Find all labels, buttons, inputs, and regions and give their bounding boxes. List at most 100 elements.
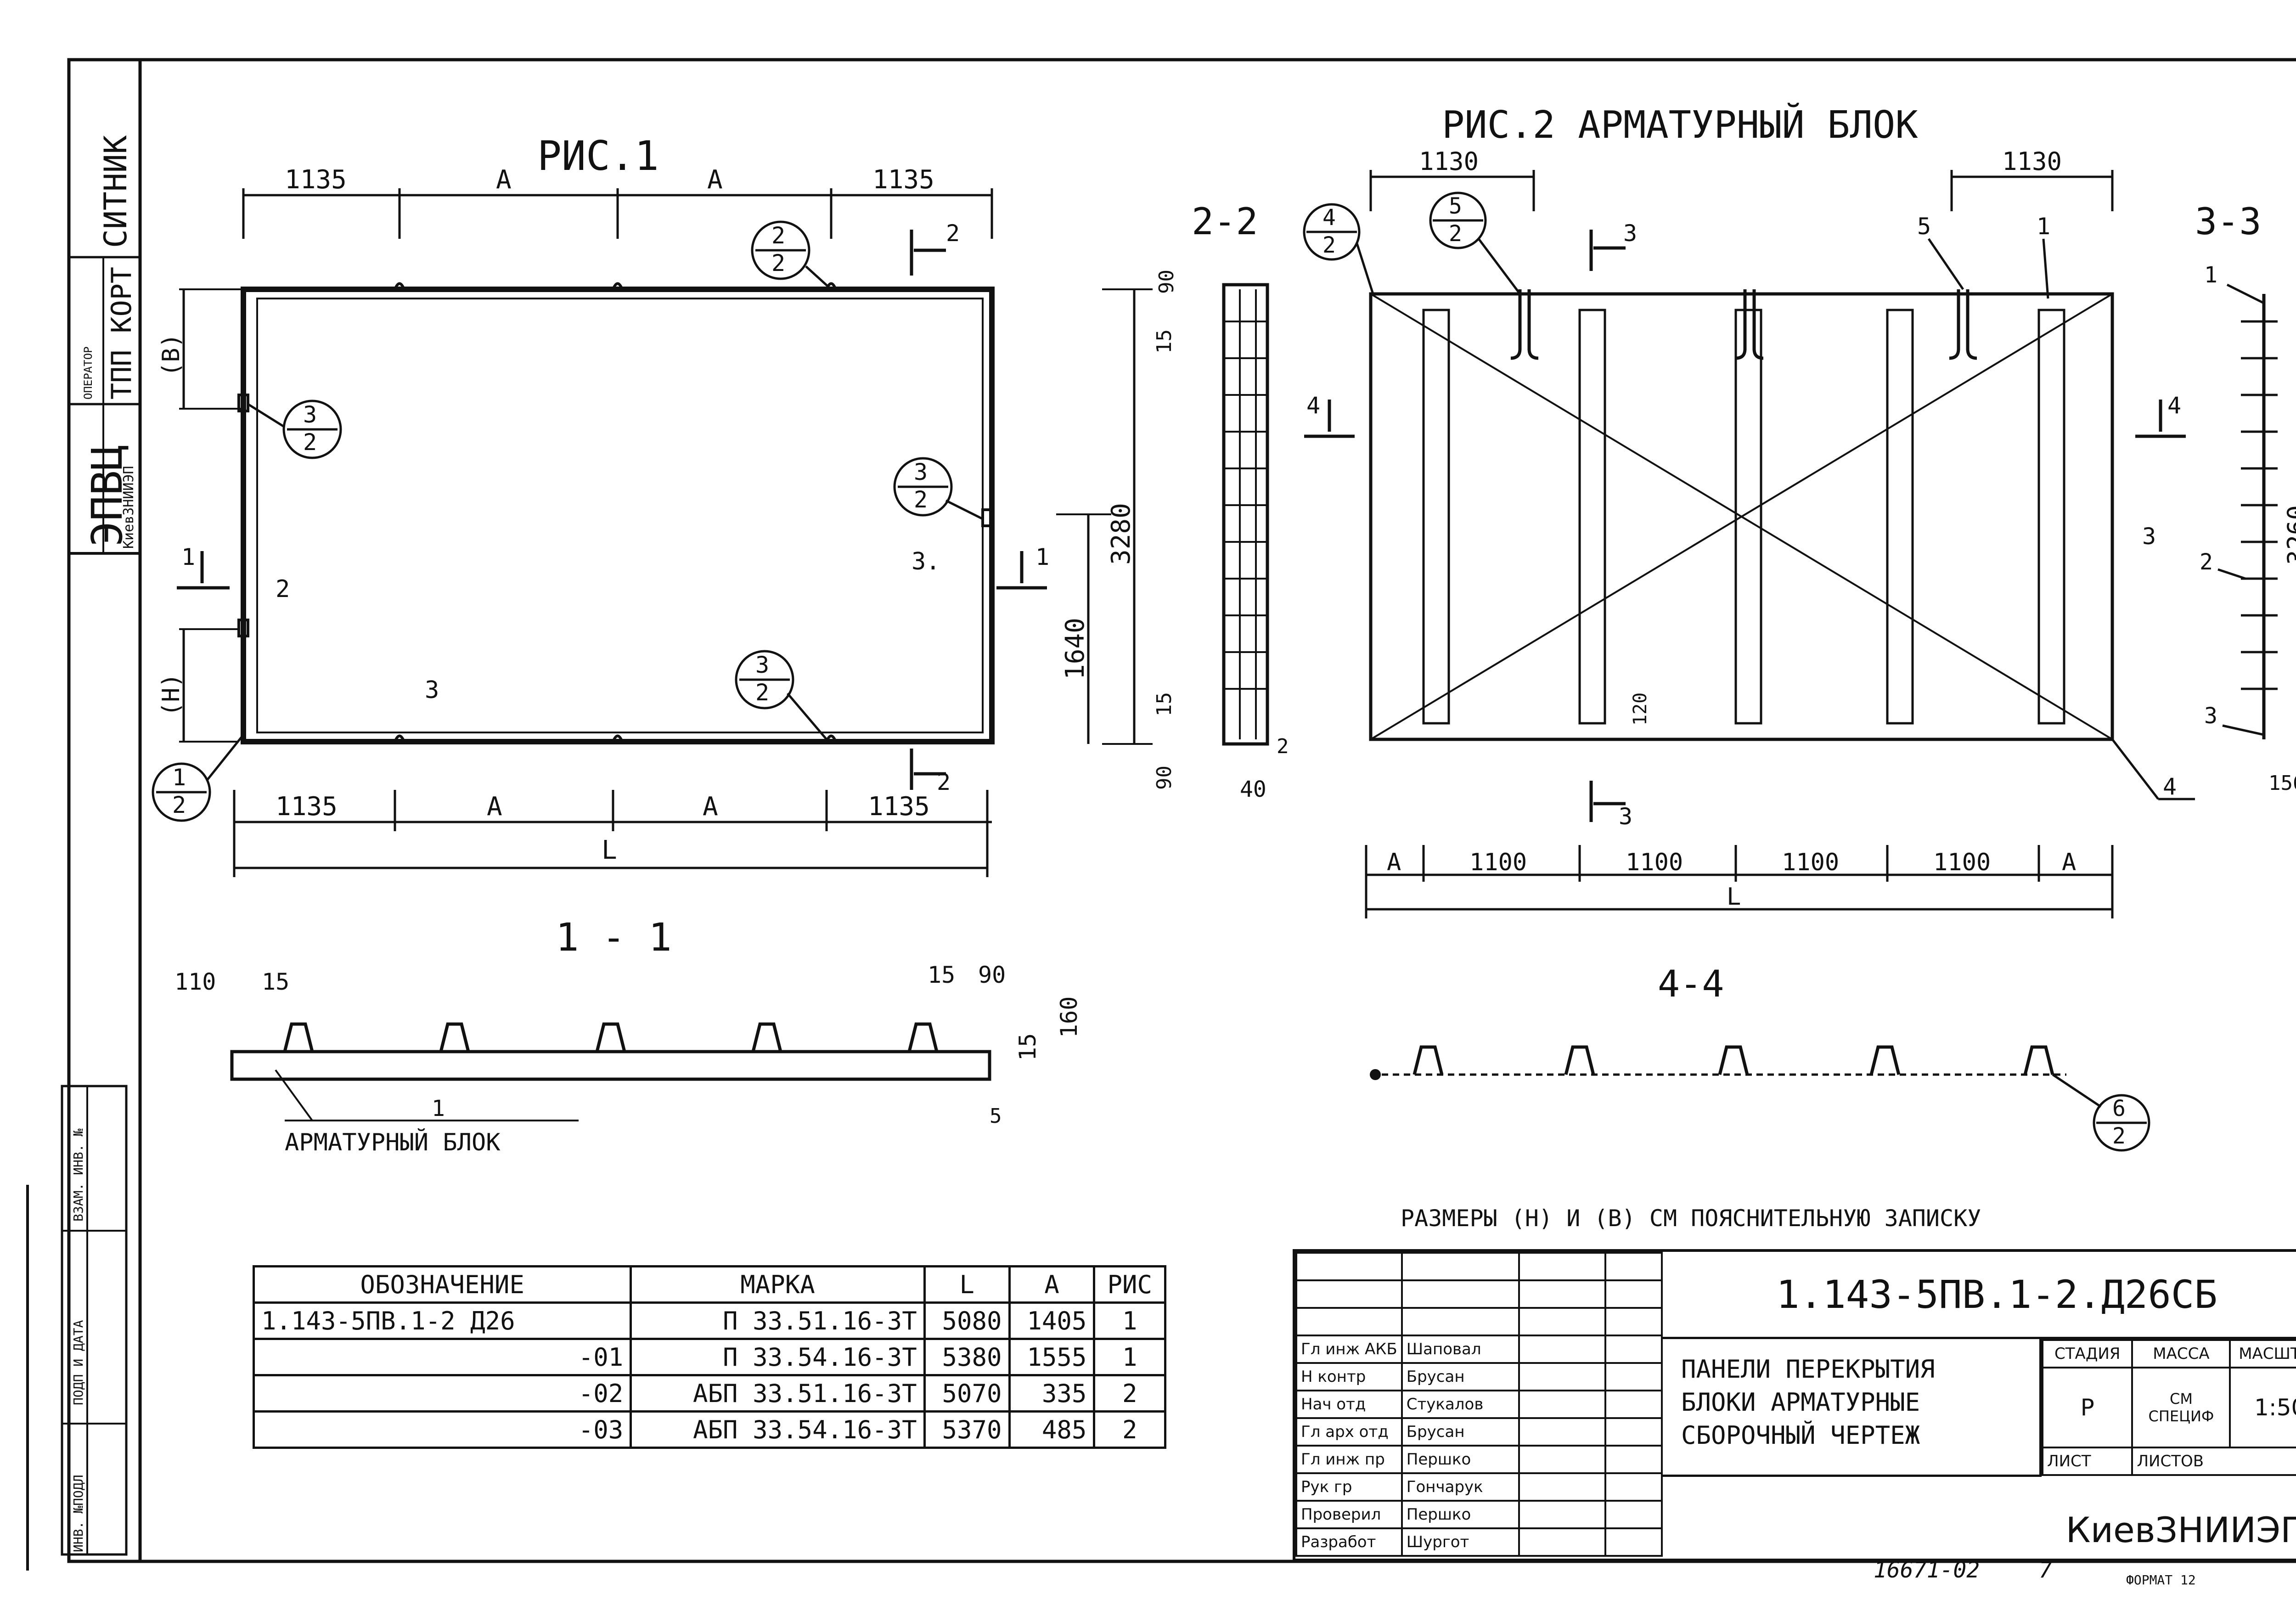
fig1-callout-3-den: 2 xyxy=(914,486,928,513)
section-1-1-loops xyxy=(283,1022,939,1052)
table-row: -01 П 33.54.16-3Т 5380 1555 1 xyxy=(252,1338,1166,1376)
fig2-dim-bottom-4: 1100 xyxy=(1782,849,1839,876)
fig1-callout-2-den: 2 xyxy=(303,429,317,456)
outer-frame xyxy=(67,58,2296,1563)
staff-name-2: Брусан xyxy=(1401,1362,1520,1391)
table-row: -03 АБП 33.54.16-3Т 5370 485 2 xyxy=(252,1410,1166,1449)
spec-header-mark: МАРКА xyxy=(630,1265,926,1304)
fig1-callout-3-num: 3 xyxy=(914,459,928,485)
fig2-title: РИС.2 АРМАТУРНЫЙ БЛОК xyxy=(1442,102,1918,147)
section-4-4-callout-den: 2 xyxy=(2112,1123,2126,1149)
section-2-2-dim-40: 40 xyxy=(1240,777,1266,802)
fig1-dim-top-2: А xyxy=(496,165,512,195)
doc-description: ПАНЕЛИ ПЕРЕКРЫТИЯ БЛОКИ АРМАТУРНЫЕ СБОРО… xyxy=(1663,1339,2042,1477)
section-1-1-dim-90: 90 xyxy=(978,962,1006,988)
fig2-label-5: 5 xyxy=(1917,213,1931,240)
fig2-dim-top-1: 1130 xyxy=(1419,147,1479,176)
section-3-3-label-1: 1 xyxy=(2204,262,2217,288)
fig1-callout-2-num: 3 xyxy=(303,401,317,428)
fig2-callout-circles xyxy=(1303,191,2195,800)
section-1-1-profile xyxy=(230,1050,991,1081)
fig1-dim-top-3: А xyxy=(707,165,723,195)
fig1-section-mark-1a: 1 xyxy=(181,544,195,570)
spec-row-4-designation: -03 xyxy=(252,1410,632,1449)
spec-row-1-mark: П 33.51.16-3Т xyxy=(630,1301,926,1340)
spec-row-1-designation: 1.143-5ПВ.1-2 Д26 xyxy=(252,1301,632,1340)
spec-header-l: L xyxy=(923,1265,1011,1304)
section-1-1-dim-15b: 15 xyxy=(928,962,955,988)
fig2-hooks xyxy=(1510,289,1977,360)
spec-row-3-l: 5070 xyxy=(923,1374,1011,1413)
section-2-2-dim-2: 2 xyxy=(1277,735,1289,758)
staff-role-4: Гл арх отд xyxy=(1295,1417,1403,1447)
section-4-4-dot xyxy=(1370,1069,1381,1080)
fig1-callout-4-num: 3 xyxy=(755,652,769,678)
spec-row-2-mark: П 33.54.16-3Т xyxy=(630,1338,926,1376)
fig2-block-outline xyxy=(1369,292,2114,741)
stamp-box xyxy=(68,58,141,555)
section-2-2-dim-15a: 15 xyxy=(1153,329,1176,354)
replace-label: ВЗАМ. ИНВ. № xyxy=(71,1129,86,1222)
fig2-section-mark-4b: 4 xyxy=(2167,392,2181,419)
staff-role-6: Рук гр xyxy=(1295,1472,1403,1502)
doc-description-line-2: БЛОКИ АРМАТУРНЫЕ xyxy=(1681,1388,1920,1417)
spec-header-designation: ОБОЗНАЧЕНИЕ xyxy=(252,1265,632,1304)
spec-row-4-mark: АБП 33.54.16-3Т xyxy=(630,1410,926,1449)
sizes-note: РАЗМЕРЫ (Н) И (В) СМ ПОЯСНИТЕЛЬНУЮ ЗАПИС… xyxy=(1401,1205,1981,1232)
spec-row-2-a: 1555 xyxy=(1008,1338,1096,1376)
fig1-callout-5-den: 2 xyxy=(172,792,186,818)
spec-row-4-l: 5370 xyxy=(923,1410,1011,1449)
section-3-3-label-2: 2 xyxy=(2200,549,2213,575)
spec-row-1-l: 5080 xyxy=(923,1301,1011,1340)
stamp-org: ЭПВЦ xyxy=(83,445,132,546)
spec-row-2-fig: 1 xyxy=(1093,1338,1166,1376)
spec-row-1-a: 1405 xyxy=(1008,1301,1096,1340)
sign-label: ПОДП И ДАТА xyxy=(71,1320,86,1405)
sheet-label: ЛИСТ xyxy=(2041,1447,2133,1476)
fig1-lifting-loops xyxy=(237,282,993,743)
spec-row-1-fig: 1 xyxy=(1093,1301,1166,1340)
fig2-dim-bottom-5: 1100 xyxy=(1933,849,1991,876)
stamp-operator-value: ТПП КОРТ xyxy=(106,267,138,400)
org-name: КиевЗНИИЭП xyxy=(2065,1509,2296,1550)
doc-description-line-3: СБОРОЧНЫЙ ЧЕРТЕЖ xyxy=(1681,1421,1920,1450)
staff-role-2: Н контр xyxy=(1295,1362,1403,1391)
spec-table-header: ОБОЗНАЧЕНИЕ МАРКА L А РИС xyxy=(252,1265,1166,1304)
fig2-dim-bottom-6: А xyxy=(2062,849,2076,876)
section-1-1-dim-160: 160 xyxy=(1056,997,1082,1038)
fig1-callout-1-num: 2 xyxy=(771,222,785,249)
spec-row-4-a: 485 xyxy=(1008,1410,1096,1449)
archive-number: 16671-02 xyxy=(1874,1557,1980,1583)
fig1-panel-outline xyxy=(241,287,995,744)
section-2-2-profile xyxy=(1222,283,1269,746)
staff-name-1: Шаповал xyxy=(1401,1335,1520,1364)
mass-label: МАССА xyxy=(2131,1339,2231,1368)
fig2-callout-1-num: 4 xyxy=(1322,205,1336,231)
fig1-label-3: 3 xyxy=(425,676,439,704)
fig2-section-mark-4a: 4 xyxy=(1306,392,1320,419)
stage-table: СТАДИЯ МАССА МАСШТАБ Р СМ СПЕЦИФ 1:50 ЛИ… xyxy=(2041,1339,2296,1476)
staff-name-8: Шургот xyxy=(1401,1527,1520,1557)
section-1-1-dim-15a: 15 xyxy=(262,969,289,995)
section-3-3-dim-height: 3260 xyxy=(2282,505,2296,565)
fig2-callout-2-den: 2 xyxy=(1449,221,1462,247)
spec-row-2-l: 5380 xyxy=(923,1338,1011,1376)
section-2-2-dim-90a: 90 xyxy=(1155,270,1178,294)
section-4-4-title: 4-4 xyxy=(1658,963,1724,1005)
section-2-2-title: 2-2 xyxy=(1192,200,1258,243)
spec-header-a: А xyxy=(1008,1265,1096,1304)
fig2-label-4: 4 xyxy=(2163,773,2177,800)
staff-role-8: Разработ xyxy=(1295,1527,1403,1557)
fig1-callout-5-num: 1 xyxy=(172,764,186,791)
fig2-frames xyxy=(1422,309,2065,725)
staff-role-1: Гл инж АКБ xyxy=(1295,1335,1403,1364)
